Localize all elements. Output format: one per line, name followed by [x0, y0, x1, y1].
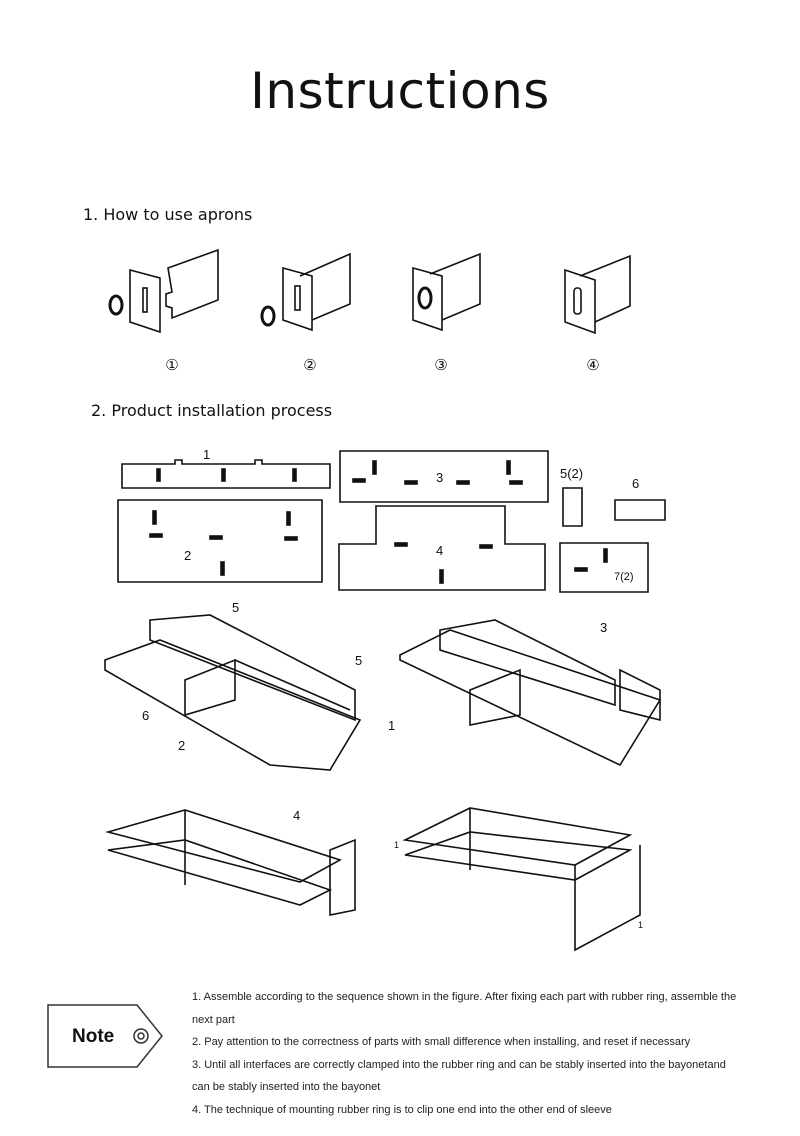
- page-title: Instructions: [250, 62, 550, 120]
- step-number: ①: [165, 356, 179, 374]
- part-label: 4: [436, 543, 443, 558]
- note-item: 3. Until all interfaces are correctly cl…: [192, 1058, 726, 1071]
- part-label: 1: [203, 447, 210, 462]
- assembly-step-d: [402, 807, 641, 952]
- part-labels: 1 2 3 4 5(2) 6 7(2): [184, 447, 639, 583]
- assembly-label: 1: [388, 718, 395, 733]
- part-label: 7(2): [614, 571, 634, 583]
- assembly-label: 5: [232, 600, 239, 615]
- notes-list: 1. Assemble according to the sequence sh…: [192, 986, 782, 1121]
- assembly-label: 2: [178, 738, 185, 753]
- note-item: can be stably inserted into the bayonet: [192, 1081, 381, 1093]
- apron-figure-3: [412, 252, 481, 332]
- assembly-step-b: [399, 619, 662, 767]
- section-heading-aprons: 1. How to use aprons: [83, 205, 253, 224]
- assembly-label: 6: [142, 708, 149, 723]
- parts-layout: [117, 450, 666, 593]
- note-item: 4. The technique of mounting rubber ring…: [192, 1103, 612, 1116]
- assembly-step-a: [104, 614, 362, 771]
- section-heading-installation: 2. Product installation process: [91, 401, 333, 420]
- note-item: 2. Pay attention to the correctness of p…: [192, 1036, 691, 1048]
- note-label: Note: [72, 1026, 115, 1047]
- assembly-label: 3: [600, 620, 607, 635]
- assembly-step-c: [104, 809, 356, 916]
- step-number: ③: [434, 356, 448, 374]
- step-number: ②: [303, 356, 317, 374]
- assembly-labels: 5 5 6 2 1 3 4 1 1: [142, 600, 643, 930]
- assembly-label: 5: [355, 653, 362, 668]
- note-item: next part: [192, 1013, 235, 1026]
- assembly-label: 1: [394, 840, 399, 850]
- part-label: 2: [184, 548, 191, 563]
- assembly-label: 1: [638, 920, 643, 930]
- note-item: 1. Assemble according to the sequence sh…: [192, 991, 737, 1003]
- step-number: ④: [586, 356, 600, 374]
- apron-figure-2: [260, 252, 351, 332]
- part-label: 6: [632, 476, 639, 491]
- part-label: 5(2): [560, 466, 583, 481]
- part-label: 3: [436, 470, 443, 485]
- note-tag-icon: [47, 1004, 163, 1068]
- apron-figure-1: [108, 248, 219, 334]
- assembly-label: 4: [293, 808, 300, 823]
- apron-figure-4: [564, 254, 631, 335]
